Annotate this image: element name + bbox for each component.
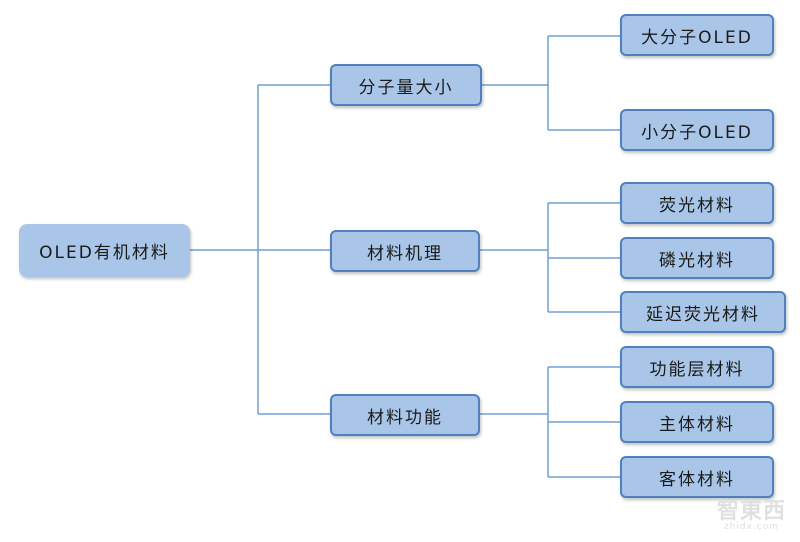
branch-node-label: 分子量大小 bbox=[358, 77, 454, 98]
leaf-node-label: 延迟荧光材料 bbox=[646, 304, 760, 325]
leaf-node-label: 荧光材料 bbox=[659, 195, 735, 216]
leaf-node: 功能层材料 bbox=[620, 346, 774, 388]
leaf-node-label: 大分子OLED bbox=[641, 27, 753, 48]
watermark-logo: 智東西 zhidx.com bbox=[717, 493, 786, 532]
branch-node-function: 材料功能 bbox=[330, 394, 480, 436]
leaf-node-label: 磷光材料 bbox=[659, 250, 735, 271]
branch-node-molecular-weight: 分子量大小 bbox=[330, 64, 482, 106]
leaf-node-label: 客体材料 bbox=[659, 469, 735, 490]
branch-node-mechanism: 材料机理 bbox=[330, 230, 480, 272]
branch-node-label: 材料功能 bbox=[367, 407, 443, 428]
leaf-node: 客体材料 bbox=[620, 456, 774, 498]
leaf-node: 磷光材料 bbox=[620, 237, 774, 279]
leaf-node: 小分子OLED bbox=[620, 109, 774, 151]
watermark-logo-text: 智東西 bbox=[716, 499, 786, 524]
root-node-label: OLED有机材料 bbox=[39, 243, 170, 263]
leaf-node-label: 主体材料 bbox=[659, 414, 735, 435]
leaf-node: 荧光材料 bbox=[620, 182, 774, 224]
branch-node-label: 材料机理 bbox=[367, 243, 443, 264]
leaf-node-label: 小分子OLED bbox=[641, 122, 753, 143]
watermark-url-text: zhidx.com bbox=[723, 522, 780, 532]
root-node: OLED有机材料 bbox=[19, 224, 190, 277]
leaf-node-label: 功能层材料 bbox=[649, 359, 745, 380]
leaf-node: 大分子OLED bbox=[620, 14, 774, 56]
leaf-node: 主体材料 bbox=[620, 401, 774, 443]
leaf-node: 延迟荧光材料 bbox=[620, 291, 786, 333]
